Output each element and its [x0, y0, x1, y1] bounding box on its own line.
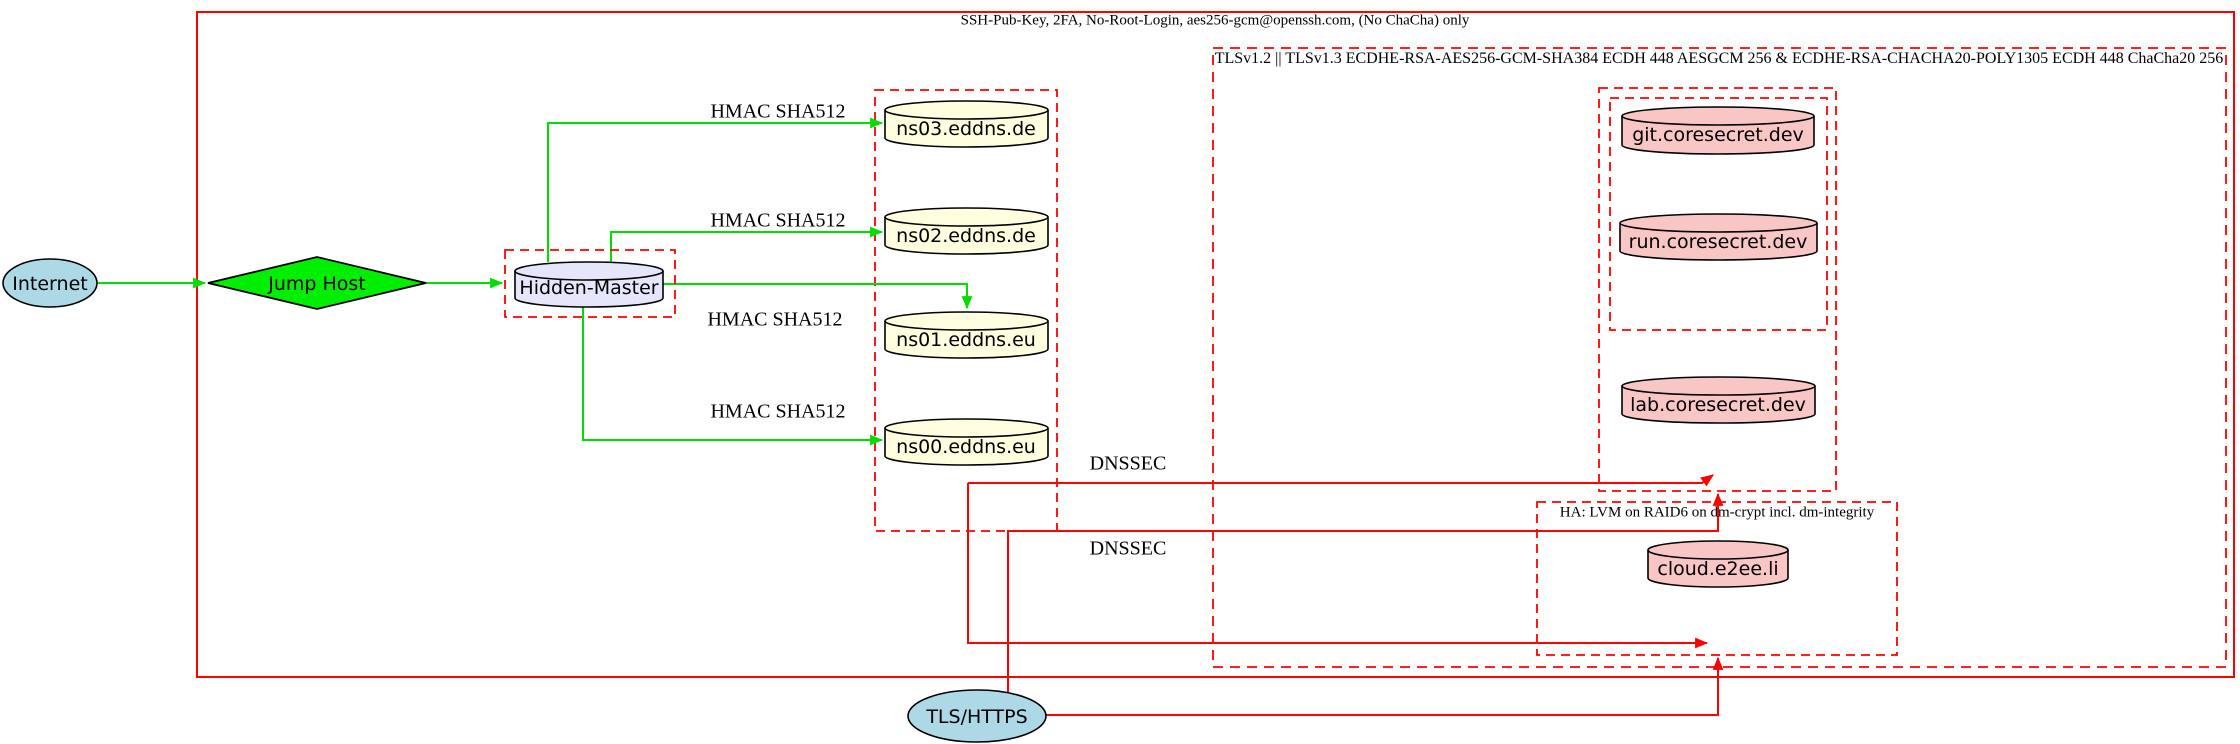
nameserver-cluster-box [874, 89, 1058, 532]
ns00-cylinder-rim [884, 427, 1049, 438]
lab-cylinder-rim [1621, 385, 1816, 396]
dnssec-label-2: DNSSEC [1089, 537, 1167, 560]
cloud-cylinder [1647, 540, 1789, 588]
ns00-label: ns00.eddns.eu [896, 436, 1036, 458]
tls-https-label: TLS/HTTPS [926, 706, 1028, 728]
ssh-cluster-label: SSH-Pub-Key, 2FA, No-Root-Login, aes256-… [960, 12, 1470, 29]
hidden-master-cylinder [514, 261, 664, 308]
hmac-sha512-label-ns00: HMAC SHA512 [710, 400, 846, 423]
jump-host-label: Jump Host [268, 273, 366, 295]
edge-hiddenmaster-to-ns01 [663, 283, 973, 310]
git-label: git.coresecret.dev [1632, 124, 1804, 146]
cloud-label: cloud.e2ee.li [1657, 558, 1779, 580]
ns03-cylinder-rim [884, 109, 1049, 120]
coresecret-inner-cluster-box [1609, 97, 1828, 331]
edge-tlshttps-to-coresecret [1007, 492, 1724, 692]
ns02-label: ns02.eddns.de [896, 225, 1036, 247]
internet-node [2, 258, 98, 308]
ns02-cylinder-rim [884, 216, 1049, 227]
ssh-cluster-box [196, 11, 2235, 678]
edge-dnssec-to-ha [967, 483, 1709, 649]
ns02-cylinder [884, 207, 1049, 255]
coresecret-outer-cluster-box [1598, 87, 1837, 492]
hmac-sha512-label-ns02: HMAC SHA512 [710, 209, 846, 232]
run-label: run.coresecret.dev [1628, 231, 1808, 253]
run-cylinder-rim [1619, 222, 1818, 233]
hidden-master-label: Hidden-Master [519, 277, 659, 299]
edge-hiddenmaster-to-ns02 [610, 226, 884, 262]
edge-dnssec-to-coresecret [968, 474, 1714, 487]
ns03-cylinder [884, 100, 1049, 148]
lab-cylinder [1621, 376, 1816, 424]
edge-hiddenmaster-to-ns00 [582, 307, 884, 446]
lab-label: lab.coresecret.dev [1630, 394, 1806, 416]
ns03-label: ns03.eddns.de [896, 118, 1036, 140]
hidden-master-cluster-box [504, 249, 676, 318]
hidden-master-cylinder-rim [514, 270, 664, 281]
run-cylinder [1619, 213, 1818, 261]
ns01-cylinder-rim [884, 320, 1049, 331]
ns01-label: ns01.eddns.eu [896, 329, 1036, 351]
git-cylinder [1621, 106, 1815, 155]
cylinder-nodes [514, 100, 1818, 588]
hmac-sha512-label-ns03: HMAC SHA512 [710, 100, 846, 123]
ns01-cylinder [884, 311, 1049, 359]
dnssec-label-1: DNSSEC [1089, 452, 1167, 475]
edge-tlshttps-to-ha [1046, 656, 1724, 716]
tls-https-node [907, 689, 1047, 743]
internet-label: Internet [12, 273, 88, 295]
jump-host-node [207, 256, 427, 310]
cloud-cylinder-rim [1647, 549, 1789, 560]
hmac-sha512-label-ns01: HMAC SHA512 [707, 308, 843, 331]
ha-cluster-label: HA: LVM on RAID6 on dm-crypt incl. dm-in… [1559, 504, 1875, 521]
edge-hiddenmaster-to-ns03 [547, 117, 884, 262]
tls-cluster-label: TLSv1.2 || TLSv1.3 ECDHE-RSA-AES256-GCM-… [1214, 50, 2224, 67]
git-cylinder-rim [1621, 115, 1815, 126]
ns00-cylinder [884, 418, 1049, 466]
